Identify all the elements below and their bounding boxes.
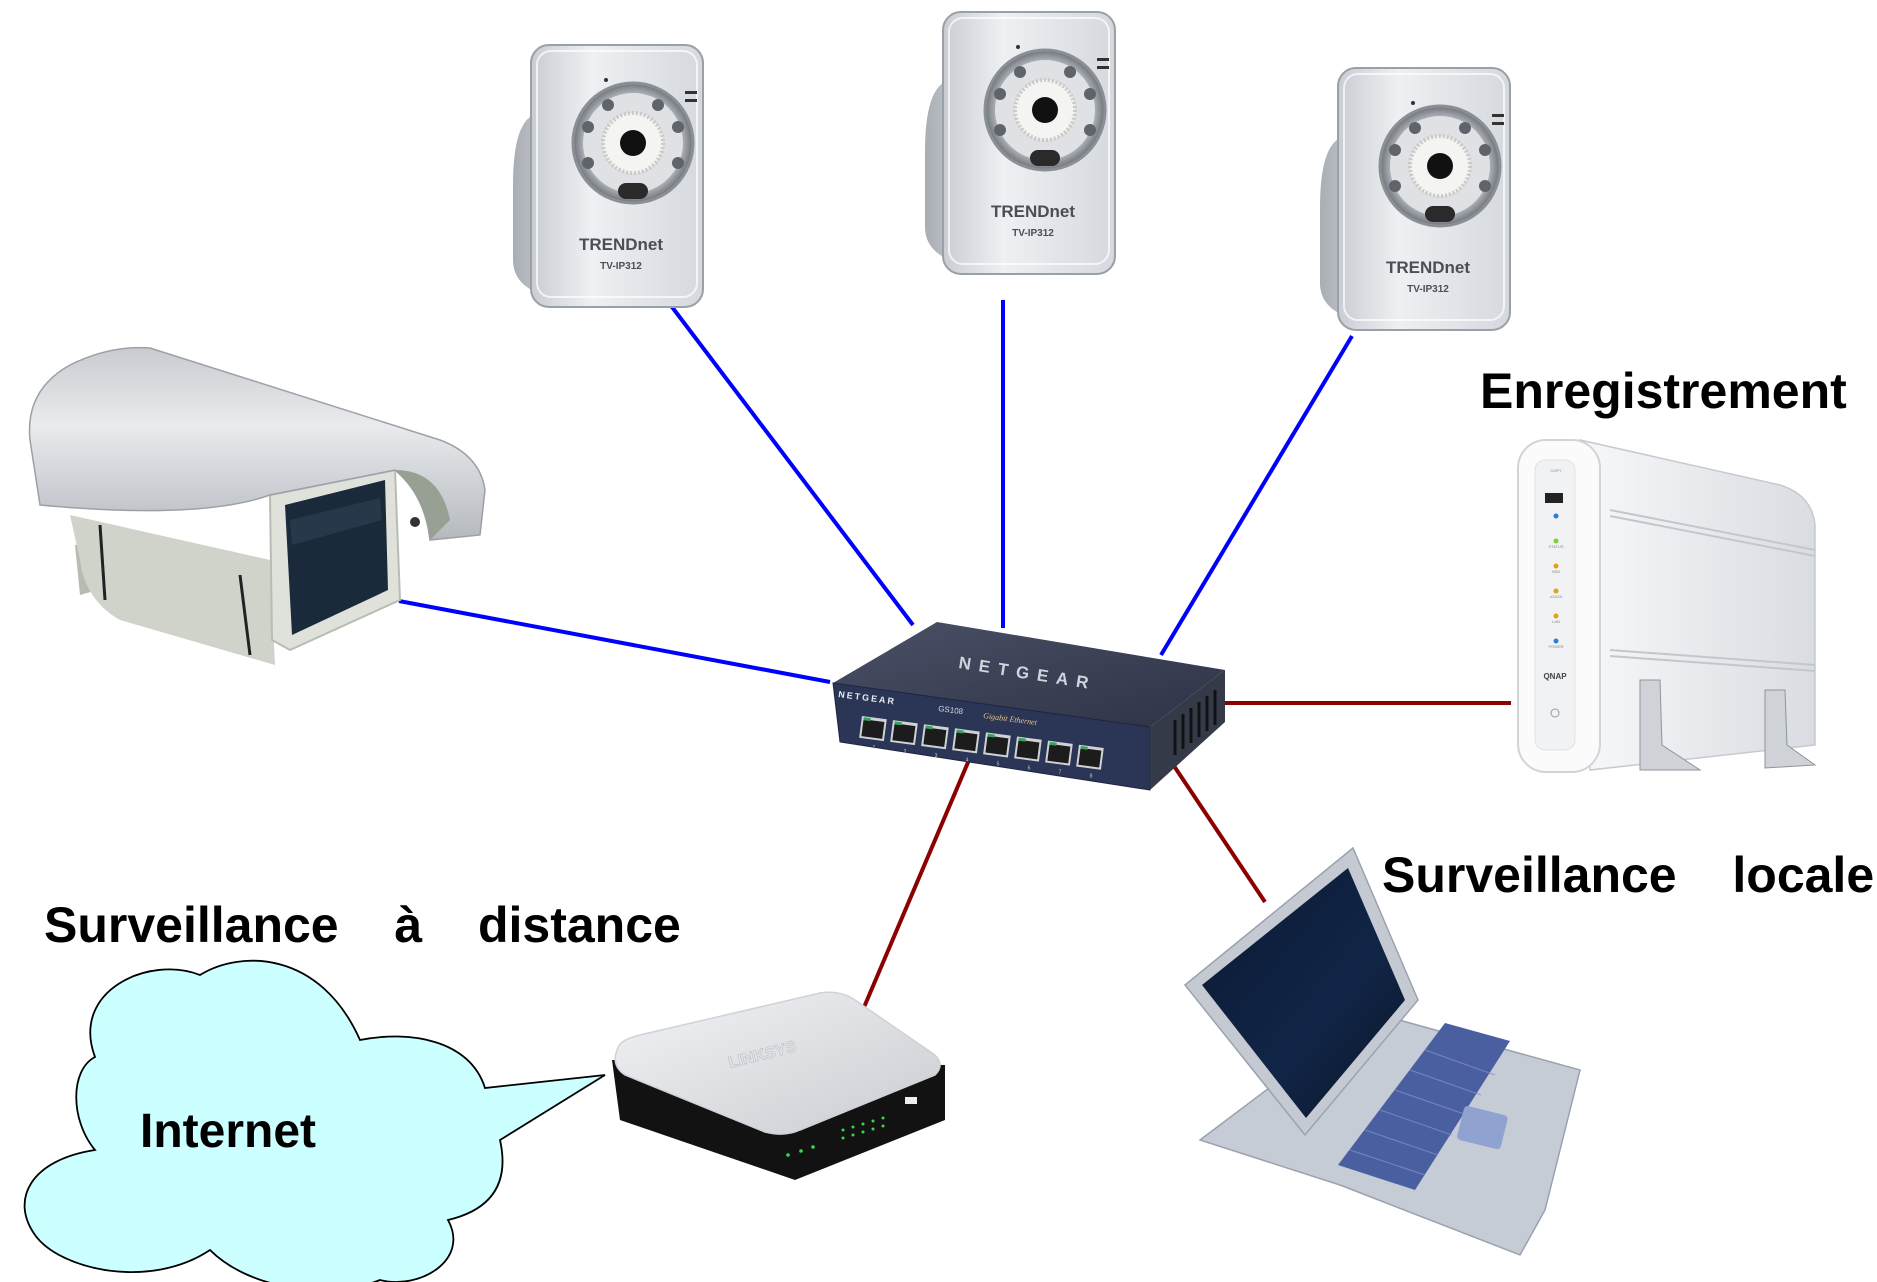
switch-port-number: 3 [935, 753, 938, 759]
outdoor-camera[interactable] [28, 346, 486, 665]
internet-label: Internet [140, 1105, 317, 1158]
nas-led-panel: COPY STATUS HDD eSATA LAN POWER [1548, 468, 1564, 649]
link-switch-to-router [860, 759, 971, 1013]
router[interactable]: LINKSYS [612, 991, 945, 1180]
ip-camera-1[interactable]: TRENDnet TV-IP312 [513, 44, 704, 308]
link-switch-to-laptop [1168, 758, 1267, 904]
camera-model-label: TV-IP312 [1407, 284, 1449, 295]
ip-camera-2[interactable]: TRENDnet TV-IP312 [925, 11, 1116, 275]
camera-model-label: TV-IP312 [1012, 228, 1054, 239]
links [398, 300, 1511, 1013]
remote-monitoring-label: Surveillance à distance [44, 897, 681, 953]
switch-port-6[interactable]: 6 [1014, 736, 1042, 772]
switch-port-number: 4 [966, 757, 969, 763]
switch-port-5[interactable]: 5 [983, 732, 1011, 767]
link-outdoor-camera-to-switch [398, 599, 831, 684]
switch-port-number: 2 [904, 749, 907, 755]
network-switch[interactable]: NETGEAR NETGEAR GS108 Gigabit Ethernet 1… [832, 622, 1225, 791]
internet-cloud [23, 959, 606, 1282]
recording-label: Enregistrement [1480, 363, 1847, 419]
nas-led-label-power: POWER [1548, 644, 1563, 649]
camera-model-label: TV-IP312 [600, 261, 642, 272]
switch-port-1[interactable]: 1 [859, 716, 887, 751]
camera-brand-label: TRENDnet [991, 202, 1075, 221]
switch-port-number: 5 [997, 761, 1000, 767]
laptop[interactable] [1183, 846, 1581, 1256]
nas-led-label-hdd: HDD [1552, 569, 1561, 574]
switch-ports: 1 2 3 4 5 6 7 8 [859, 716, 1104, 780]
nas-power-icon [1550, 708, 1560, 718]
nas-led-label-copy: COPY [1550, 468, 1562, 473]
link-ip-camera-1-to-switch [667, 301, 915, 627]
nas-led-label-esata: eSATA [1550, 594, 1562, 599]
switch-port-number: 7 [1059, 770, 1062, 776]
nas-led-label-status: STATUS [1548, 544, 1564, 549]
switch-port-number: 6 [1028, 766, 1031, 772]
ip-camera-3[interactable]: TRENDnet TV-IP312 [1320, 67, 1511, 331]
switch-port-8[interactable]: 8 [1076, 744, 1104, 780]
switch-port-3[interactable]: 3 [921, 724, 949, 759]
switch-port-number: 8 [1090, 774, 1093, 780]
camera-brand-label: TRENDnet [579, 235, 663, 254]
switch-port-number: 1 [873, 745, 876, 751]
switch-model: GS108 [938, 704, 964, 716]
nas-led-label-lan: LAN [1552, 619, 1560, 624]
router-leds [786, 1116, 885, 1157]
switch-port-4[interactable]: 4 [952, 728, 980, 763]
nas-storage[interactable]: COPY STATUS HDD eSATA LAN POWER QNAP [1517, 439, 1817, 773]
link-ip-camera-3-to-switch [1159, 334, 1354, 657]
local-monitoring-label: Surveillance locale [1382, 847, 1875, 903]
camera-brand-label: TRENDnet [1386, 258, 1470, 277]
switch-port-7[interactable]: 7 [1045, 740, 1073, 776]
nas-brand: QNAP [1543, 672, 1567, 681]
laptop-touchpad [1457, 1106, 1508, 1150]
switch-port-2[interactable]: 2 [890, 720, 918, 755]
